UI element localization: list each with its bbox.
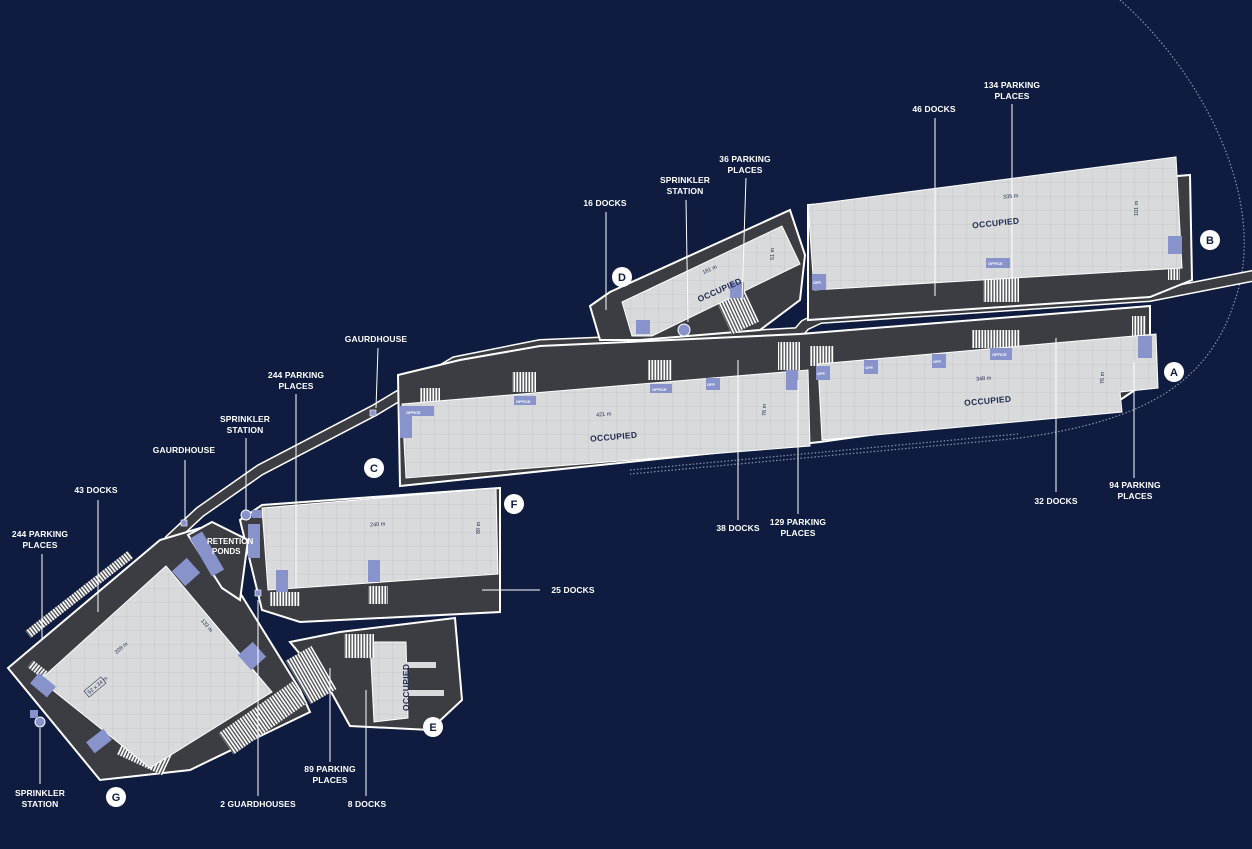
label-46-docks: 46 DOCKS [912, 104, 956, 114]
length-f: 240 m [370, 521, 386, 528]
building-marker-c[interactable]: C [364, 458, 384, 478]
building-marker-f[interactable]: F [504, 494, 524, 514]
label-244-parking-g-2: PLACES [22, 540, 57, 550]
svg-text:G: G [112, 792, 121, 804]
building-marker-b[interactable]: B [1200, 230, 1220, 250]
label-94-parking-1: 94 PARKING [1109, 480, 1161, 490]
building-g [39, 565, 273, 769]
facility-markers [30, 323, 691, 728]
building-f [261, 487, 499, 591]
width-b: 101 m [1134, 200, 1140, 216]
status-e: OCCUPIED [401, 664, 411, 711]
dock-arm-e-2 [406, 690, 444, 696]
label-gaurdhouse-c: GAURDHOUSE [345, 334, 408, 344]
label-sprinkler-d-1: SPRINKLER [660, 175, 710, 185]
label-36-parking-2: PLACES [727, 165, 762, 175]
length-a: 348 m [976, 375, 992, 382]
length-b: 335 m [1003, 193, 1019, 201]
label-244-parking-f-2: PLACES [278, 381, 313, 391]
label-134-parking-1: 134 PARKING [984, 80, 1040, 90]
svg-text:E: E [429, 722, 436, 734]
retention-label-2: PONDS [212, 547, 241, 556]
offices: OFFICE OFFICE OFFICE OFF. OFF. OFF. OFF.… [30, 236, 1182, 754]
label-129-parking-1: 129 PARKING [770, 517, 826, 527]
svg-text:F: F [511, 499, 518, 511]
label-36-parking-1: 36 PARKING [719, 154, 771, 164]
building-marker-d[interactable]: D [612, 267, 632, 287]
svg-text:OFFICE: OFFICE [406, 410, 421, 415]
label-25-docks: 25 DOCKS [551, 585, 595, 595]
building-c [401, 369, 811, 479]
svg-text:OFF.: OFF. [817, 371, 826, 376]
svg-text:OFF.: OFF. [865, 365, 874, 370]
label-38-docks: 38 DOCKS [716, 523, 760, 533]
width-a: 76 m [1100, 371, 1106, 384]
label-sprinkler-g-2: STATION [22, 799, 59, 809]
label-16-docks: 16 DOCKS [583, 198, 627, 208]
label-2-guardhouses: 2 GUARDHOUSES [220, 799, 296, 809]
label-94-parking-2: PLACES [1117, 491, 1152, 501]
label-8-docks: 8 DOCKS [348, 799, 387, 809]
svg-text:D: D [618, 272, 626, 284]
width-f: 89 m [476, 521, 482, 534]
building-e [369, 641, 409, 723]
retention-label-1: RETENTION [207, 537, 253, 546]
svg-text:OFFICE: OFFICE [992, 352, 1007, 357]
building-marker-g[interactable]: G [106, 787, 126, 807]
building-marker-e[interactable]: E [423, 717, 443, 737]
status-c: OCCUPIED [590, 430, 638, 444]
label-244-parking-g-1: 244 PARKING [12, 529, 68, 539]
label-sprinkler-g-1: SPRINKLER [15, 788, 65, 798]
label-134-parking-2: PLACES [994, 91, 1029, 101]
label-sprinkler-d-2: STATION [667, 186, 704, 196]
building-markers[interactable]: B A C D F E G [106, 230, 1220, 807]
svg-text:OFF.: OFF. [707, 382, 716, 387]
svg-text:OFFICE: OFFICE [652, 387, 667, 392]
building-b [807, 156, 1183, 291]
label-129-parking-2: PLACES [780, 528, 815, 538]
svg-text:C: C [370, 463, 378, 475]
svg-text:OFFICE: OFFICE [988, 261, 1003, 266]
width-d: 51 m [770, 247, 776, 260]
label-gaurdhouse-g: GAURDHOUSE [153, 445, 216, 455]
callout-labels: 46 DOCKS 134 PARKING PLACES 36 PARKING P… [12, 80, 1161, 809]
width-c: 76 m [762, 403, 768, 416]
label-89-parking-1: 89 PARKING [304, 764, 356, 774]
label-89-parking-2: PLACES [312, 775, 347, 785]
svg-text:OFFICE: OFFICE [516, 399, 531, 404]
building-d [621, 225, 801, 337]
dock-arm-e-1 [406, 662, 436, 668]
label-43-docks: 43 DOCKS [74, 485, 118, 495]
status-a: OCCUPIED [964, 394, 1012, 408]
leader-lines [39, 104, 1135, 796]
length-d: 181 m [702, 264, 719, 276]
parking-e [344, 634, 374, 658]
svg-text:OFF.: OFF. [933, 359, 942, 364]
svg-text:OFF.: OFF. [813, 280, 822, 285]
label-32-docks: 32 DOCKS [1034, 496, 1078, 506]
svg-text:A: A [1170, 367, 1178, 379]
length-c: 421 m [596, 411, 612, 418]
building-a [817, 333, 1159, 441]
label-sprinkler-f-1: SPRINKLER [220, 414, 270, 424]
label-244-parking-f-1: 244 PARKING [268, 370, 324, 380]
label-sprinkler-f-2: STATION [227, 425, 264, 435]
building-marker-a[interactable]: A [1164, 362, 1184, 382]
svg-text:B: B [1206, 235, 1214, 247]
status-b: OCCUPIED [972, 215, 1020, 230]
